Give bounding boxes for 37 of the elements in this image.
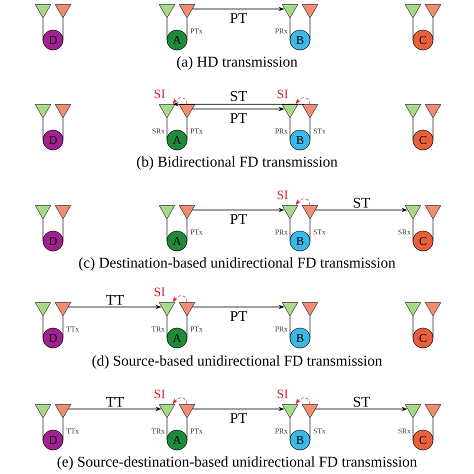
antenna (424, 205, 442, 242)
antenna (302, 302, 318, 338)
antenna (404, 4, 422, 40)
edge-label: SI (276, 190, 289, 200)
arrow (172, 397, 188, 405)
arrow (296, 198, 310, 206)
antenna (424, 104, 442, 140)
caption: (c) Destination-based unidirectional FD transmission (79, 257, 396, 271)
edge-label: ST (352, 196, 372, 209)
caption: (b) Bidirectional FD transmission (137, 156, 338, 170)
caption: (a) HD transmission (177, 56, 298, 70)
edge-label: ST (352, 396, 372, 408)
edge-label: PT (228, 112, 248, 124)
arrow (172, 295, 188, 303)
edge-label: PT (228, 213, 248, 225)
antenna (424, 302, 442, 338)
caption: (d) Source-based unidirectional FD transmission (92, 355, 382, 369)
arrow (172, 97, 188, 105)
antenna (404, 302, 422, 338)
edge-label: SI (276, 389, 289, 399)
edge-label: ST (228, 90, 248, 102)
edge-label: TT (104, 294, 126, 306)
antenna (404, 104, 422, 140)
antenna (302, 4, 318, 40)
edge-label: PT (228, 12, 248, 24)
edge-label: SI (276, 89, 289, 99)
edge-label: TT (104, 396, 126, 408)
edge-label: SI (153, 89, 166, 99)
edge-label: PT (228, 310, 248, 322)
caption: (e) Source-destination-based unidirectional FD transmission (58, 456, 417, 470)
edge-label: PT (228, 412, 248, 424)
edge-label: SI (153, 287, 166, 297)
antenna (424, 4, 442, 40)
arrow (296, 97, 310, 105)
edge-label: SI (153, 389, 166, 399)
antenna (424, 404, 442, 440)
arrow (296, 397, 310, 405)
